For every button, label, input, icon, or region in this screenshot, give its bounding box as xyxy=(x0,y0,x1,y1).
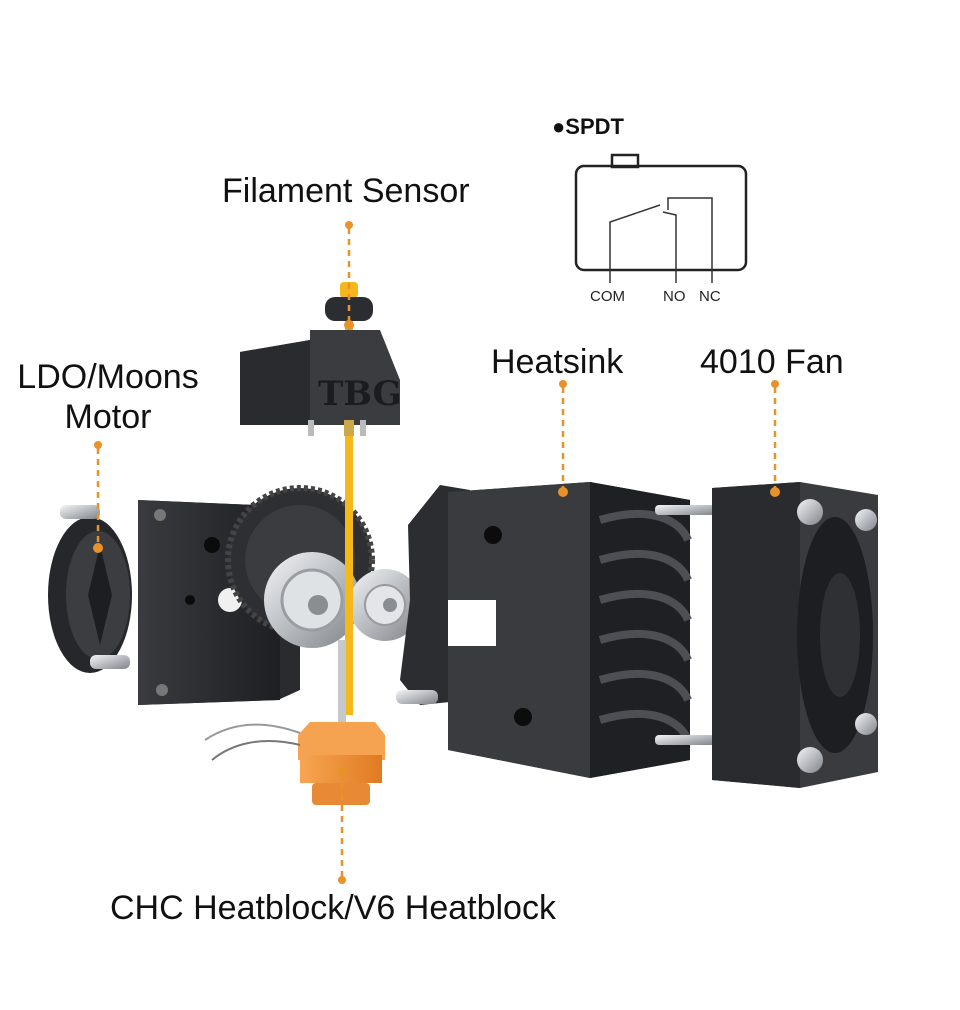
label-filament-sensor: Filament Sensor xyxy=(222,172,470,210)
filament-sensor: TBG xyxy=(240,282,402,436)
label-motor: LDO/Moons Motor xyxy=(8,357,208,437)
spdt-pin-no: NO xyxy=(663,288,686,305)
spdt-schematic xyxy=(574,153,748,283)
heatsink xyxy=(448,482,715,778)
label-fan: 4010 Fan xyxy=(700,343,844,381)
label-motor-line2: Motor xyxy=(64,398,152,437)
filament xyxy=(338,285,353,730)
leader-dots xyxy=(93,221,780,884)
fan-4010 xyxy=(712,482,878,788)
label-motor-line1: LDO/Moons xyxy=(17,358,199,396)
label-heatsink: Heatsink xyxy=(491,343,624,381)
leader-lines xyxy=(96,228,777,880)
label-heatblock: CHC Heatblock/V6 Heatblock xyxy=(110,889,556,927)
stepper-motor xyxy=(48,505,132,673)
drive-gears xyxy=(225,485,421,648)
spdt-title: ●SPDT xyxy=(552,114,624,139)
spdt-pin-nc: NC xyxy=(699,288,721,305)
sensor-logo-text: TBG xyxy=(318,374,402,414)
heatblock xyxy=(204,722,385,805)
spdt-pin-com: COM xyxy=(590,288,625,305)
